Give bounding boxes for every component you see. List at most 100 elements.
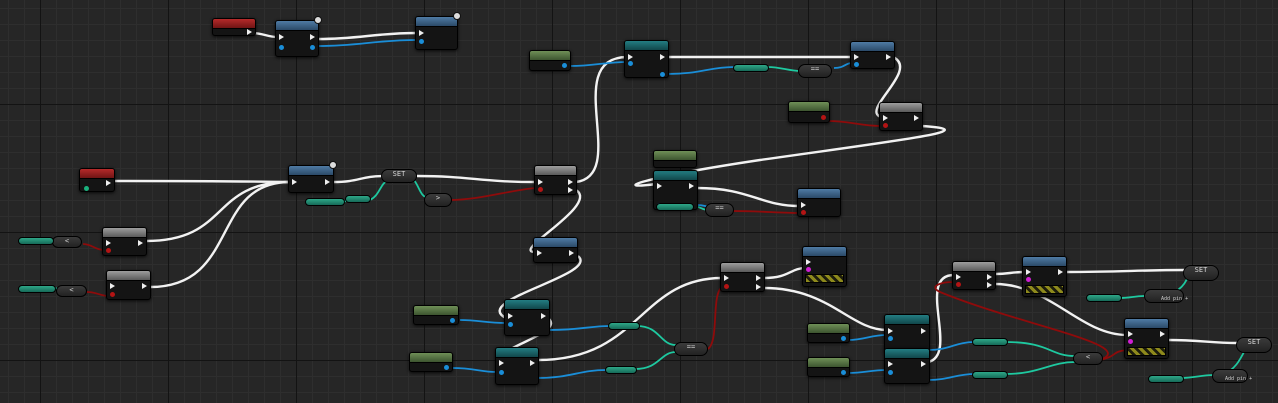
integer-variable-pill[interactable] — [605, 366, 637, 374]
spawn-node[interactable] — [802, 246, 847, 287]
integer-variable-pill[interactable] — [1086, 294, 1122, 302]
exec-in-pin[interactable] — [508, 313, 513, 319]
value-pin[interactable] — [450, 318, 455, 323]
custom-event-node[interactable] — [79, 168, 115, 192]
object-wire[interactable] — [459, 319, 507, 324]
branch-node[interactable] — [102, 227, 147, 256]
exec-in-pin[interactable] — [110, 283, 115, 289]
variable-get-node[interactable] — [807, 357, 850, 377]
value-pin[interactable] — [841, 370, 846, 375]
exec-wire[interactable] — [1065, 268, 1186, 274]
true-pin[interactable] — [987, 274, 992, 280]
object-pin[interactable] — [888, 370, 893, 375]
exec-in-pin[interactable] — [499, 360, 504, 366]
boolean-wire[interactable] — [934, 281, 1109, 361]
true-pin[interactable] — [138, 240, 143, 246]
branch-node[interactable] — [106, 270, 151, 300]
exec-wire[interactable] — [537, 276, 723, 362]
exec-wire[interactable] — [317, 31, 418, 41]
boolean-wire[interactable] — [449, 187, 537, 201]
exec-out-pin[interactable] — [310, 34, 315, 40]
function-call-node[interactable] — [288, 161, 337, 193]
exec-wire[interactable] — [696, 186, 801, 208]
make-array-node[interactable]: Add pin + — [1212, 369, 1252, 383]
exec-wire[interactable] — [875, 55, 902, 119]
exec-in-pin[interactable] — [292, 179, 297, 185]
boolean-wire[interactable] — [82, 243, 105, 251]
as-pin[interactable] — [660, 72, 665, 77]
integer-wire[interactable] — [1119, 295, 1146, 299]
cast-node[interactable] — [495, 347, 539, 385]
integer-variable-pill[interactable] — [18, 237, 54, 245]
boolean-wire[interactable] — [707, 285, 725, 350]
value-pin[interactable] — [562, 63, 567, 68]
branch-node[interactable] — [720, 262, 765, 292]
exec-in-pin[interactable] — [657, 183, 662, 189]
false-pin[interactable] — [568, 187, 573, 193]
exec-in-pin[interactable] — [888, 361, 893, 367]
exec-in-pin[interactable] — [956, 274, 961, 280]
exec-wire[interactable] — [149, 180, 291, 289]
class-pin[interactable] — [806, 267, 811, 272]
boolean-wire[interactable] — [731, 210, 801, 214]
cast-node[interactable] — [884, 314, 930, 352]
false-pin[interactable] — [987, 282, 992, 288]
custom-event-node[interactable] — [212, 18, 256, 36]
exec-in-pin[interactable] — [883, 115, 888, 121]
exec-wire[interactable] — [332, 174, 385, 184]
exec-wire[interactable] — [763, 266, 807, 280]
value-pin[interactable] — [841, 336, 846, 341]
integer-wire[interactable] — [767, 66, 801, 72]
function-call-node[interactable] — [533, 237, 578, 263]
target-pin[interactable] — [854, 62, 859, 67]
exec-wire[interactable] — [498, 255, 582, 320]
object-wire[interactable] — [847, 369, 888, 374]
exec-in-pin[interactable] — [888, 328, 893, 334]
exec-in-pin[interactable] — [628, 54, 633, 60]
exec-in-pin[interactable] — [801, 202, 806, 208]
exec-in-pin[interactable] — [854, 54, 859, 60]
condition-pin[interactable] — [106, 248, 111, 253]
integer-variable-pill[interactable] — [1148, 375, 1184, 383]
sequence-node[interactable]: SET — [381, 169, 417, 183]
exec-out-pin[interactable] — [886, 54, 891, 60]
condition-pin[interactable] — [538, 187, 543, 192]
return-pin[interactable] — [310, 45, 315, 50]
exec-wire[interactable] — [575, 55, 628, 184]
input-pin[interactable] — [419, 39, 424, 44]
integer-wire[interactable] — [1004, 361, 1076, 375]
object-wire[interactable] — [569, 61, 628, 67]
object-wire[interactable] — [927, 373, 976, 381]
exec-out-pin[interactable] — [921, 361, 926, 367]
variable-get-node[interactable] — [807, 323, 850, 343]
variable-get-node[interactable] — [413, 305, 459, 325]
exec-wire[interactable] — [634, 124, 946, 187]
integer-wire[interactable] — [1004, 341, 1076, 357]
object-wire[interactable] — [667, 66, 735, 75]
less-than-node[interactable]: < — [56, 285, 87, 297]
equal-node[interactable]: == — [674, 342, 708, 356]
value-pin[interactable] — [444, 365, 449, 370]
object-wire[interactable] — [847, 334, 888, 341]
cast-node[interactable] — [884, 348, 930, 384]
object-pin[interactable] — [888, 336, 893, 341]
exec-wire[interactable] — [994, 270, 1026, 276]
integer-variable-pill[interactable] — [972, 371, 1008, 379]
object-wire[interactable] — [549, 325, 611, 331]
less-than-node[interactable]: < — [1073, 352, 1103, 365]
integer-wire[interactable] — [636, 325, 677, 346]
make-array-node[interactable]: Add pin + — [1144, 289, 1188, 303]
integer-wire[interactable] — [634, 351, 677, 370]
integer-variable-pill[interactable] — [608, 322, 640, 330]
integer-variable-pill[interactable] — [656, 203, 694, 211]
integer-variable-pill[interactable] — [305, 198, 345, 206]
add-pin-button[interactable]: Add pin + — [1225, 376, 1253, 382]
function-call-node[interactable] — [850, 41, 895, 69]
add-pin-button[interactable]: Add pin + — [1161, 296, 1189, 302]
boolean-wire[interactable] — [1099, 349, 1128, 361]
exec-in-pin[interactable] — [106, 240, 111, 246]
integer-wire[interactable] — [369, 179, 389, 201]
exec-wire[interactable] — [252, 31, 278, 39]
object-wire[interactable] — [317, 39, 418, 47]
